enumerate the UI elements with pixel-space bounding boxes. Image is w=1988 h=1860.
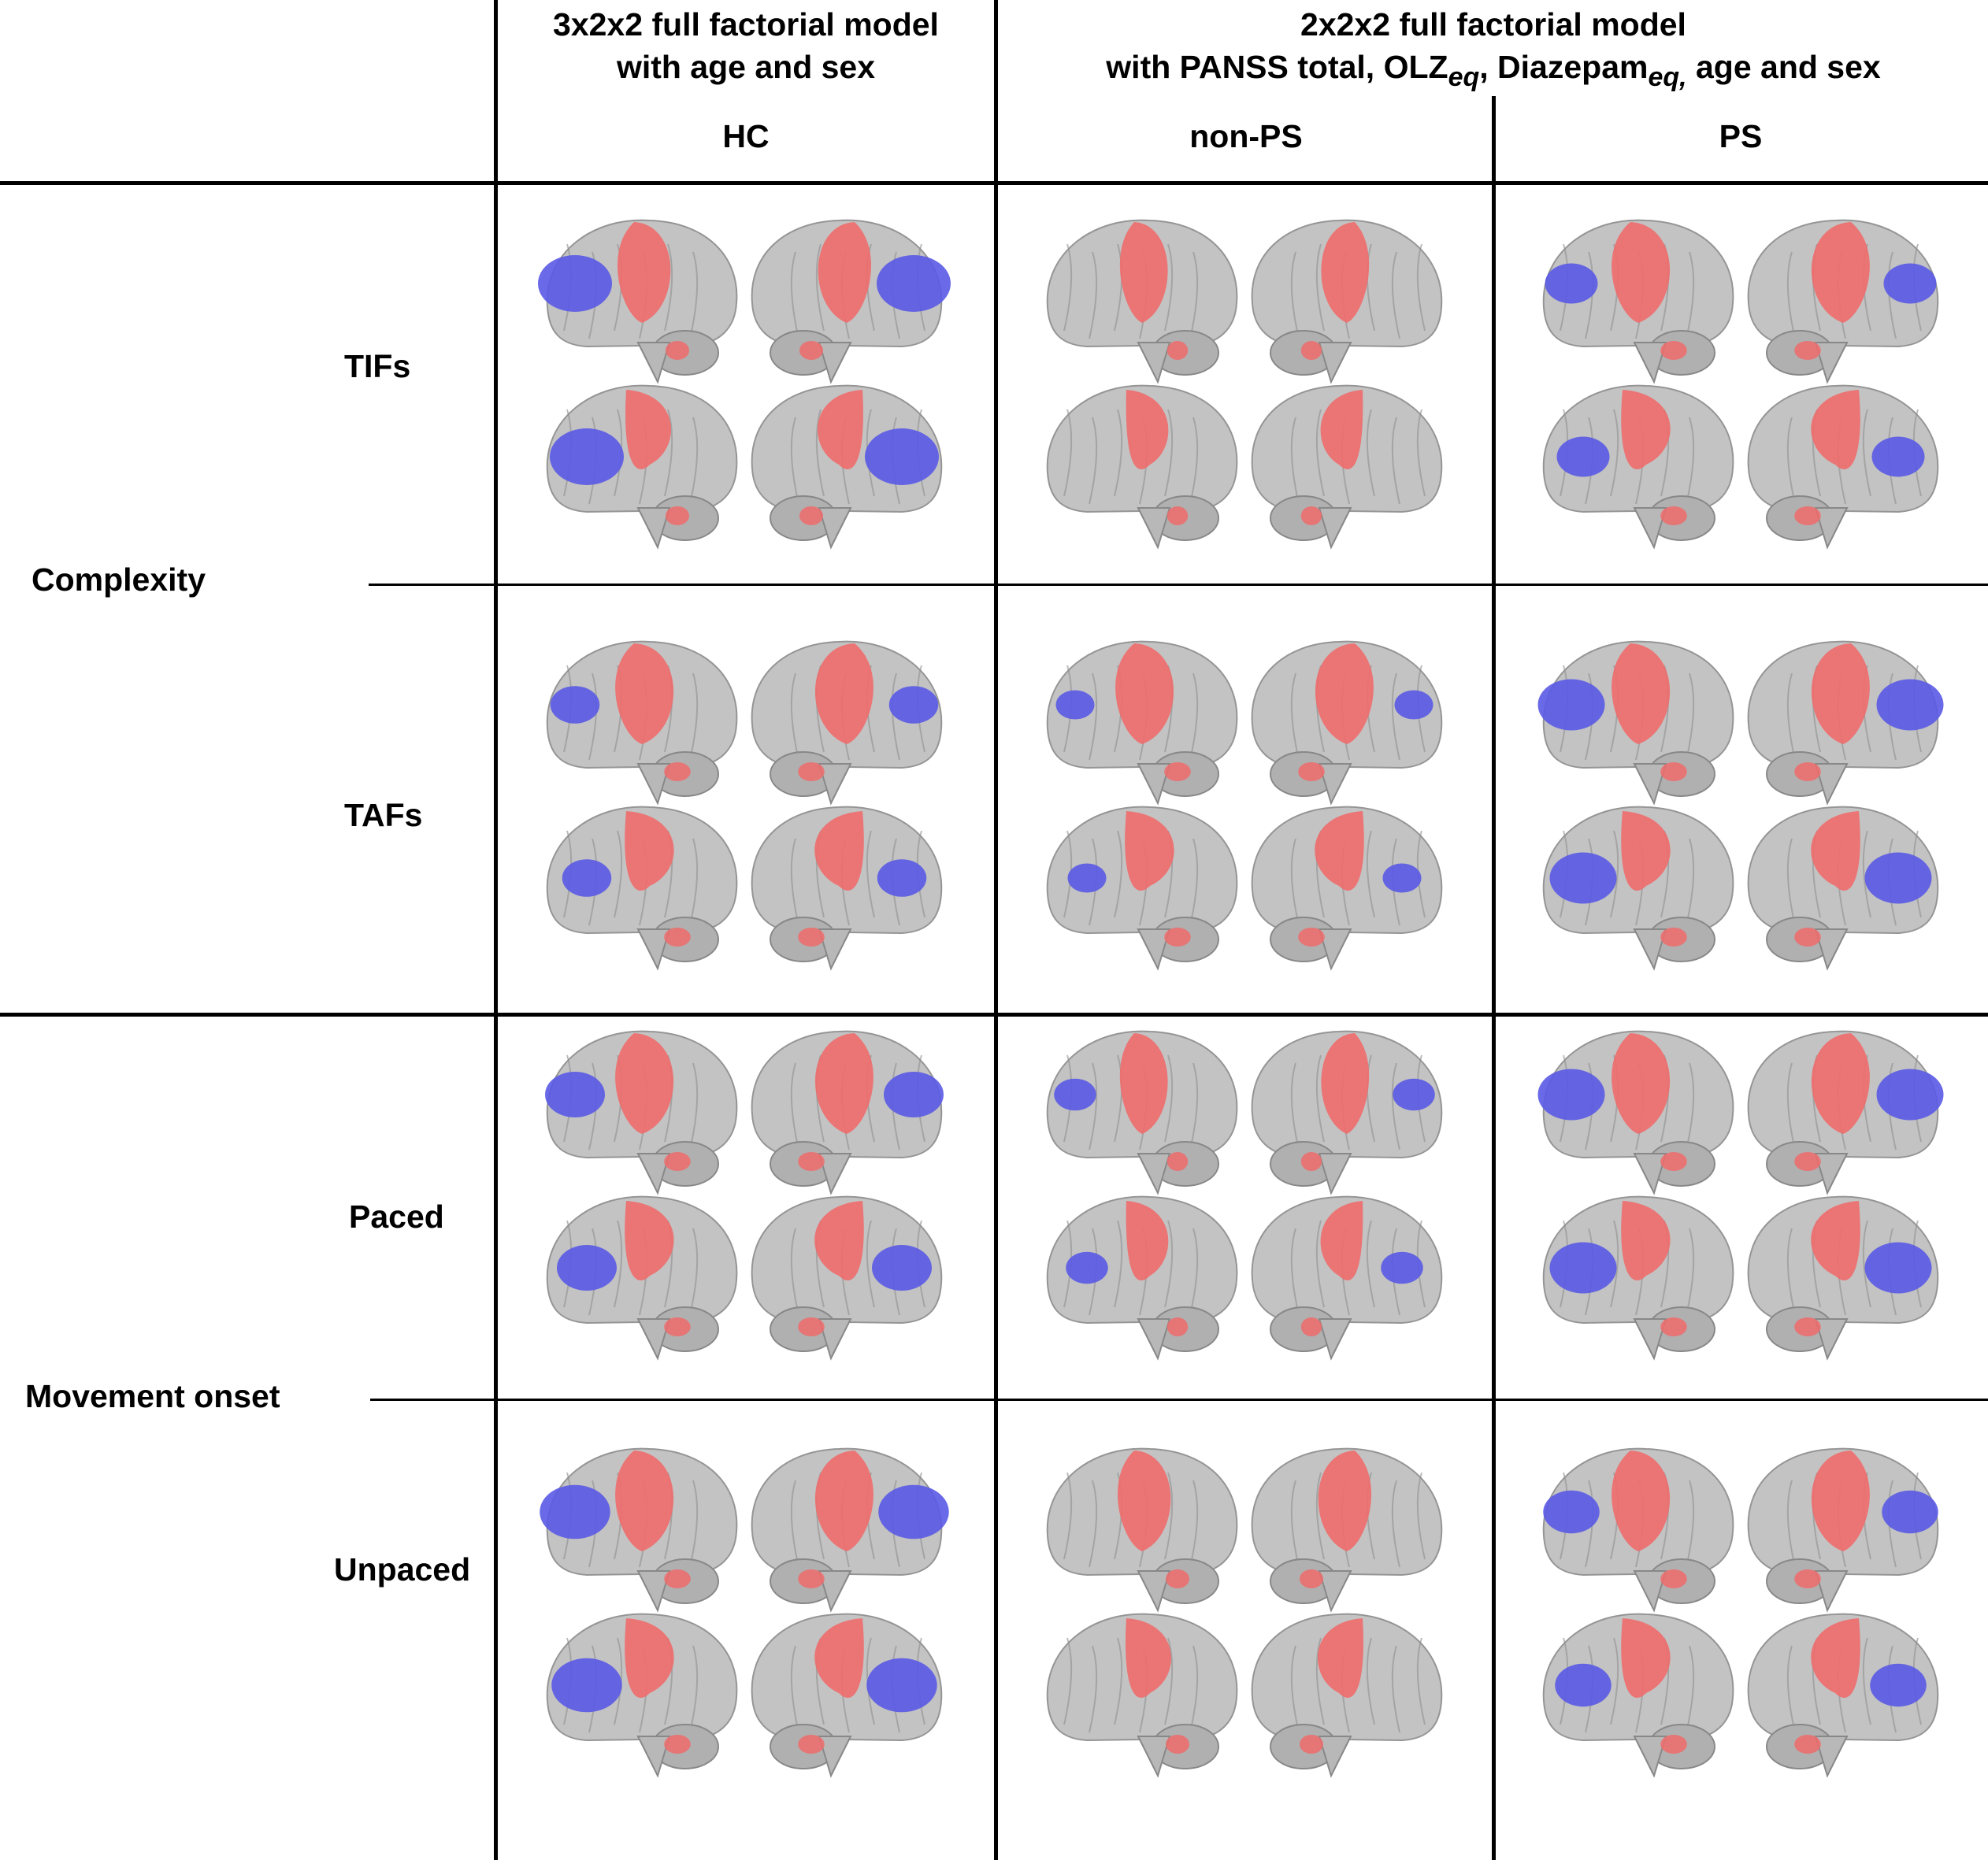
brain-lateral-left (1046, 1447, 1238, 1613)
header-model-b: 2x2x2 full factorial model with PANSS to… (999, 3, 1988, 98)
brain-lateral-left (538, 219, 738, 384)
brain-medial-left (1046, 1195, 1238, 1361)
brain-lateral-left (1542, 1447, 1734, 1613)
grid-line-tifs-tafs (369, 584, 1988, 586)
brain-lateral-right (751, 640, 943, 806)
header-model-b-line2: with PANSS total, OLZeq, Diazepameq, age… (999, 46, 1988, 98)
brain-panel-paced-ps (1528, 1024, 1953, 1374)
brain-medial-right (1747, 384, 1939, 550)
brain-medial-right (1251, 384, 1443, 550)
brain-panel-unpaced-hc (532, 1441, 957, 1791)
row-label-tafs: TAFs (344, 797, 423, 833)
brain-lateral-right (1747, 219, 1939, 384)
brain-medial-left (1542, 1613, 1734, 1778)
group-label-movement-onset: Movement onset (25, 1378, 280, 1414)
olz-subscript: eq (1448, 62, 1480, 92)
brain-panel-paced-hc (532, 1024, 957, 1374)
brain-lateral-right (1251, 640, 1443, 806)
brain-panel-tafs-non-ps (1032, 634, 1457, 984)
brain-medial-right (1251, 1613, 1443, 1778)
brain-lateral-left (540, 1447, 738, 1613)
brain-medial-right (751, 806, 943, 971)
brain-lateral-left (1537, 1030, 1734, 1195)
brain-lateral-left (1046, 219, 1238, 384)
brain-medial-right (751, 384, 943, 550)
brain-medial-left (1542, 1195, 1734, 1361)
row-label-tifs: TIFs (344, 348, 411, 384)
brain-lateral-right (1251, 1030, 1443, 1195)
grid-line-col3-left (1492, 96, 1496, 1860)
grid-line-col1-left (494, 0, 498, 1860)
grid-line-paced-unpaced (370, 1399, 1988, 1401)
brain-medial-left (546, 806, 738, 971)
brain-panel-tifs-non-ps (1032, 213, 1457, 563)
brain-panel-tifs-ps (1528, 213, 1953, 563)
brain-medial-right (1251, 1195, 1443, 1361)
brain-panel-tafs-ps (1528, 634, 1953, 984)
brain-lateral-left (1046, 640, 1238, 806)
column-label-ps: PS (1719, 118, 1763, 154)
brain-lateral-right (1251, 219, 1443, 384)
header-model-b-line2-mid: , Diazepam (1479, 49, 1649, 85)
header-model-b-line2-post: age and sex (1686, 49, 1881, 85)
brain-medial-left (1046, 384, 1238, 550)
brain-lateral-right (751, 1447, 949, 1613)
header-model-a: 3x2x2 full factorial model with age and … (498, 3, 994, 88)
brain-medial-left (546, 1613, 738, 1778)
brain-lateral-left (1537, 640, 1734, 806)
column-label-non-ps: non-PS (1189, 118, 1303, 154)
brain-panel-paced-non-ps (1032, 1024, 1457, 1374)
brain-lateral-right (1747, 1030, 1944, 1195)
brain-lateral-right (751, 1030, 944, 1195)
brain-medial-right (1747, 806, 1939, 971)
brain-medial-right (751, 1195, 943, 1361)
brain-medial-right (751, 1613, 943, 1778)
brain-lateral-left (1542, 219, 1734, 384)
group-label-complexity: Complexity (32, 561, 206, 598)
grid-line-col2-left (994, 0, 998, 1860)
brain-lateral-left (545, 1030, 738, 1195)
brain-lateral-right (1747, 1447, 1939, 1613)
header-model-b-line2-pre: with PANSS total, OLZ (1106, 49, 1448, 85)
header-model-a-line1: 3x2x2 full factorial model (553, 6, 939, 43)
brain-medial-right (1747, 1613, 1939, 1778)
brain-lateral-left (1046, 1030, 1238, 1195)
brain-medial-right (1251, 806, 1443, 971)
brain-medial-left (1542, 806, 1734, 971)
brain-panel-tifs-hc (532, 213, 957, 563)
brain-medial-left (546, 1195, 738, 1361)
header-model-a-line2: with age and sex (616, 49, 876, 85)
brain-lateral-right (1747, 640, 1944, 806)
brain-medial-left (1046, 806, 1238, 971)
header-model-b-line1: 2x2x2 full factorial model (1300, 6, 1686, 43)
brain-panel-tafs-hc (532, 634, 957, 984)
brain-medial-left (546, 384, 738, 550)
row-label-unpaced: Unpaced (334, 1551, 471, 1588)
brain-medial-right (1747, 1195, 1939, 1361)
brain-lateral-right (751, 219, 951, 384)
diazepam-subscript: eq, (1648, 62, 1687, 92)
row-label-paced: Paced (349, 1199, 444, 1235)
brain-panel-unpaced-non-ps (1032, 1441, 1457, 1791)
brain-medial-left (1046, 1613, 1238, 1778)
brain-panel-unpaced-ps (1528, 1441, 1953, 1791)
brain-lateral-right (1251, 1447, 1443, 1613)
column-label-hc: HC (722, 118, 770, 154)
brain-medial-left (1542, 384, 1734, 550)
brain-lateral-left (546, 640, 738, 806)
